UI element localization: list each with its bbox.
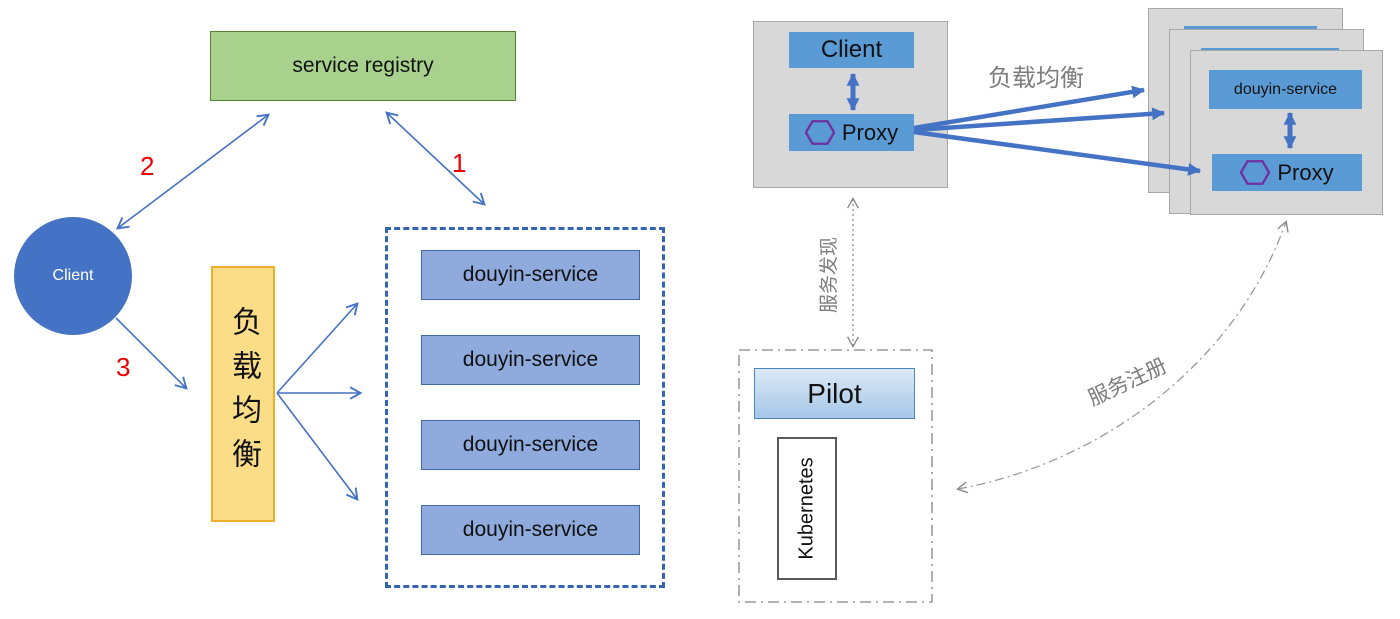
kubernetes-label: Kubernetes (795, 457, 818, 560)
proxy-lb-arrow-1 (913, 85, 1146, 131)
lb-fanout-arrow-top (276, 302, 359, 394)
client-pod-client-label: Client (820, 36, 883, 63)
service-pod-container: douyin-service Proxy (1190, 50, 1383, 215)
service-cluster-container (385, 227, 665, 588)
service-pod-proxy-box: Proxy (1212, 154, 1362, 191)
lb-fanout-arrow-bottom (276, 392, 359, 501)
service-pod-service-label: douyin-service (1233, 80, 1338, 98)
pilot-box: Pilot (754, 368, 915, 419)
service-box-1: douyin-service (421, 250, 640, 300)
client-label: Client (52, 267, 94, 284)
service-registry-label: service registry (292, 54, 434, 77)
service-box-4: douyin-service (421, 505, 640, 555)
service-label: douyin-service (462, 433, 599, 456)
client-pod-container: Client Proxy (753, 21, 948, 188)
step-1-label: 1 (452, 148, 467, 178)
registry-register-arrow (385, 111, 486, 206)
load-balancer-label: 负载均衡 (227, 306, 260, 482)
client-pod-proxy-box: Proxy (789, 114, 914, 151)
client-circle: Client (14, 217, 132, 335)
service-pod-service-box: douyin-service (1209, 70, 1362, 109)
service-discovery-label: 服务发现 (818, 237, 840, 314)
service-box-3: douyin-service (421, 420, 640, 470)
pilot-label: Pilot (807, 377, 862, 409)
service-label: douyin-service (462, 348, 599, 371)
service-box-2: douyin-service (421, 335, 640, 385)
service-registration-label: 服务注册 (1084, 354, 1171, 411)
step-2-label: 2 (140, 151, 155, 181)
load-balancing-label: 负载均衡 (988, 65, 1084, 92)
kubernetes-box: Kubernetes (777, 437, 837, 580)
load-balancer-box: 负载均衡 (211, 266, 275, 522)
service-pod-proxy-label: Proxy (1277, 159, 1334, 185)
step-3-label: 3 (116, 352, 131, 382)
stacked-service-sliver (1184, 26, 1317, 30)
service-registry-box: service registry (210, 31, 516, 101)
proxy-hexagon-icon (1240, 160, 1271, 185)
client-pod-proxy-label: Proxy (841, 119, 899, 145)
client-pod-client-box: Client (789, 32, 914, 68)
service-label: douyin-service (462, 518, 599, 541)
service-label: douyin-service (462, 263, 599, 286)
proxy-hexagon-icon (804, 120, 835, 145)
service-registration-arrow (956, 220, 1289, 494)
proxy-lb-arrow-2 (913, 107, 1166, 133)
